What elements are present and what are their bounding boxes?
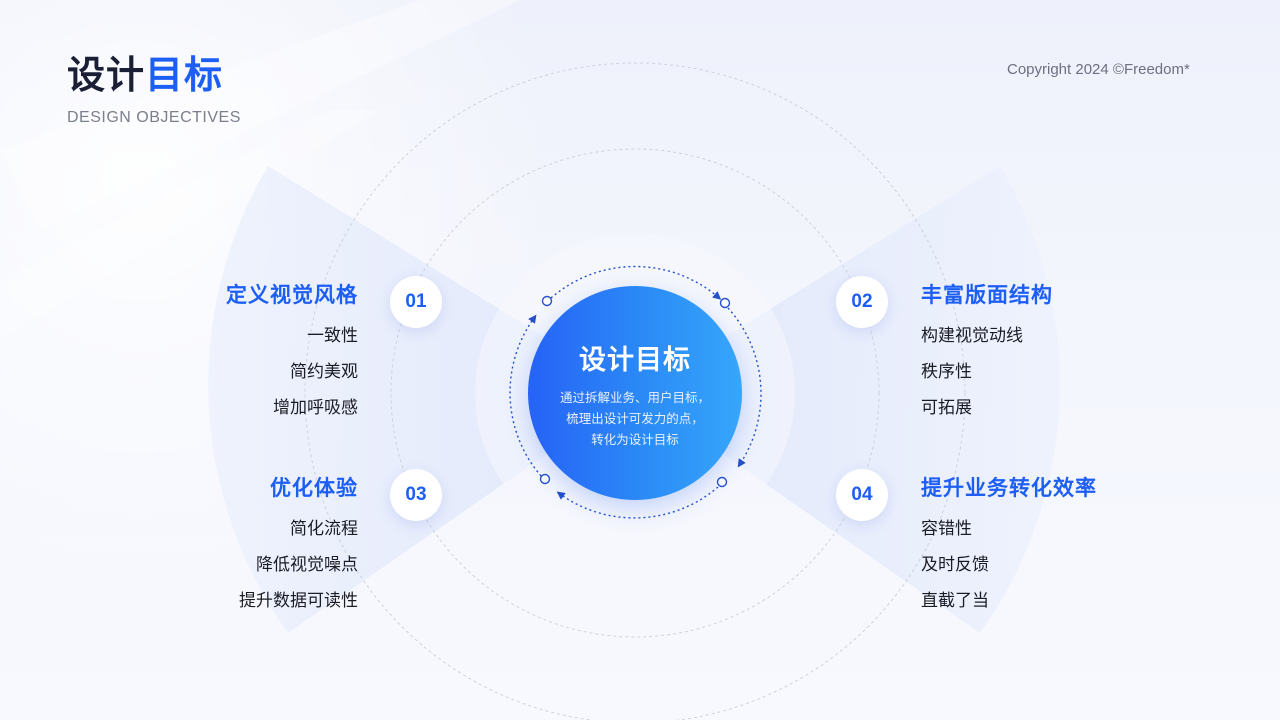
objective-title: 丰富版面结构 — [921, 283, 1053, 307]
center-description-line: 梳理出设计可发力的点， — [566, 411, 704, 426]
center-description-line: 转化为设计目标 — [591, 432, 679, 447]
center-description: 通过拆解业务、用户目标， 梳理出设计可发力的点， 转化为设计目标 — [542, 387, 728, 450]
page-subtitle: DESIGN OBJECTIVES — [67, 109, 241, 126]
objective-group-02: 丰富版面结构 构建视觉动线 秩序性 可拓展 — [921, 281, 1221, 426]
badge-04: 04 — [836, 469, 888, 521]
center-description-line: 通过拆解业务、用户目标， — [559, 390, 710, 405]
objective-item: 简约美观 — [290, 362, 358, 382]
page-title-accent: 目标 — [145, 53, 224, 97]
objective-items: 容错性 及时反馈 直截了当 — [921, 511, 1221, 619]
objective-item: 容错性 — [921, 519, 972, 539]
objective-items: 一致性 简约美观 增加呼吸感 — [58, 318, 358, 426]
page-title-dark: 设计 — [67, 53, 146, 97]
objective-item: 秩序性 — [921, 362, 972, 382]
objective-group-01: 定义视觉风格 一致性 简约美观 增加呼吸感 — [58, 281, 358, 426]
middle-dashed-ring — [390, 148, 880, 638]
objective-item: 增加呼吸感 — [273, 398, 358, 418]
objective-title: 提升业务转化效率 — [921, 476, 1097, 500]
objective-items: 构建视觉动线 秩序性 可拓展 — [921, 318, 1221, 426]
orbit-arrows — [509, 265, 762, 519]
right-fan — [635, 166, 1060, 633]
badge-02: 02 — [836, 276, 888, 328]
outer-dashed-ring — [304, 62, 966, 720]
objective-item: 直截了当 — [921, 591, 989, 611]
left-fan — [208, 166, 636, 633]
orbit-nodes — [539, 295, 731, 488]
objective-item: 简化流程 — [290, 519, 358, 539]
badge-01: 01 — [390, 276, 442, 328]
objective-title: 定义视觉风格 — [226, 283, 358, 307]
objective-item: 提升数据可读性 — [239, 591, 358, 611]
objective-item: 可拓展 — [921, 398, 972, 418]
objective-item: 构建视觉动线 — [921, 326, 1023, 346]
objective-group-03: 优化体验 简化流程 降低视觉噪点 提升数据可读性 — [58, 474, 358, 619]
center-title: 设计目标 — [579, 345, 691, 376]
center-circle: 设计目标 通过拆解业务、用户目标， 梳理出设计可发力的点， 转化为设计目标 — [528, 286, 742, 500]
objective-items: 简化流程 降低视觉噪点 提升数据可读性 — [58, 511, 358, 619]
copyright-text: Copyright 2024 ©Freedom* — [1007, 61, 1190, 78]
objective-item: 及时反馈 — [921, 555, 989, 575]
objective-title: 优化体验 — [270, 476, 358, 500]
objective-item: 降低视觉噪点 — [256, 555, 358, 575]
badge-03: 03 — [390, 469, 442, 521]
objective-group-04: 提升业务转化效率 容错性 及时反馈 直截了当 — [921, 474, 1221, 619]
objective-item: 一致性 — [307, 326, 358, 346]
page-title: 设计目标 — [67, 52, 223, 98]
